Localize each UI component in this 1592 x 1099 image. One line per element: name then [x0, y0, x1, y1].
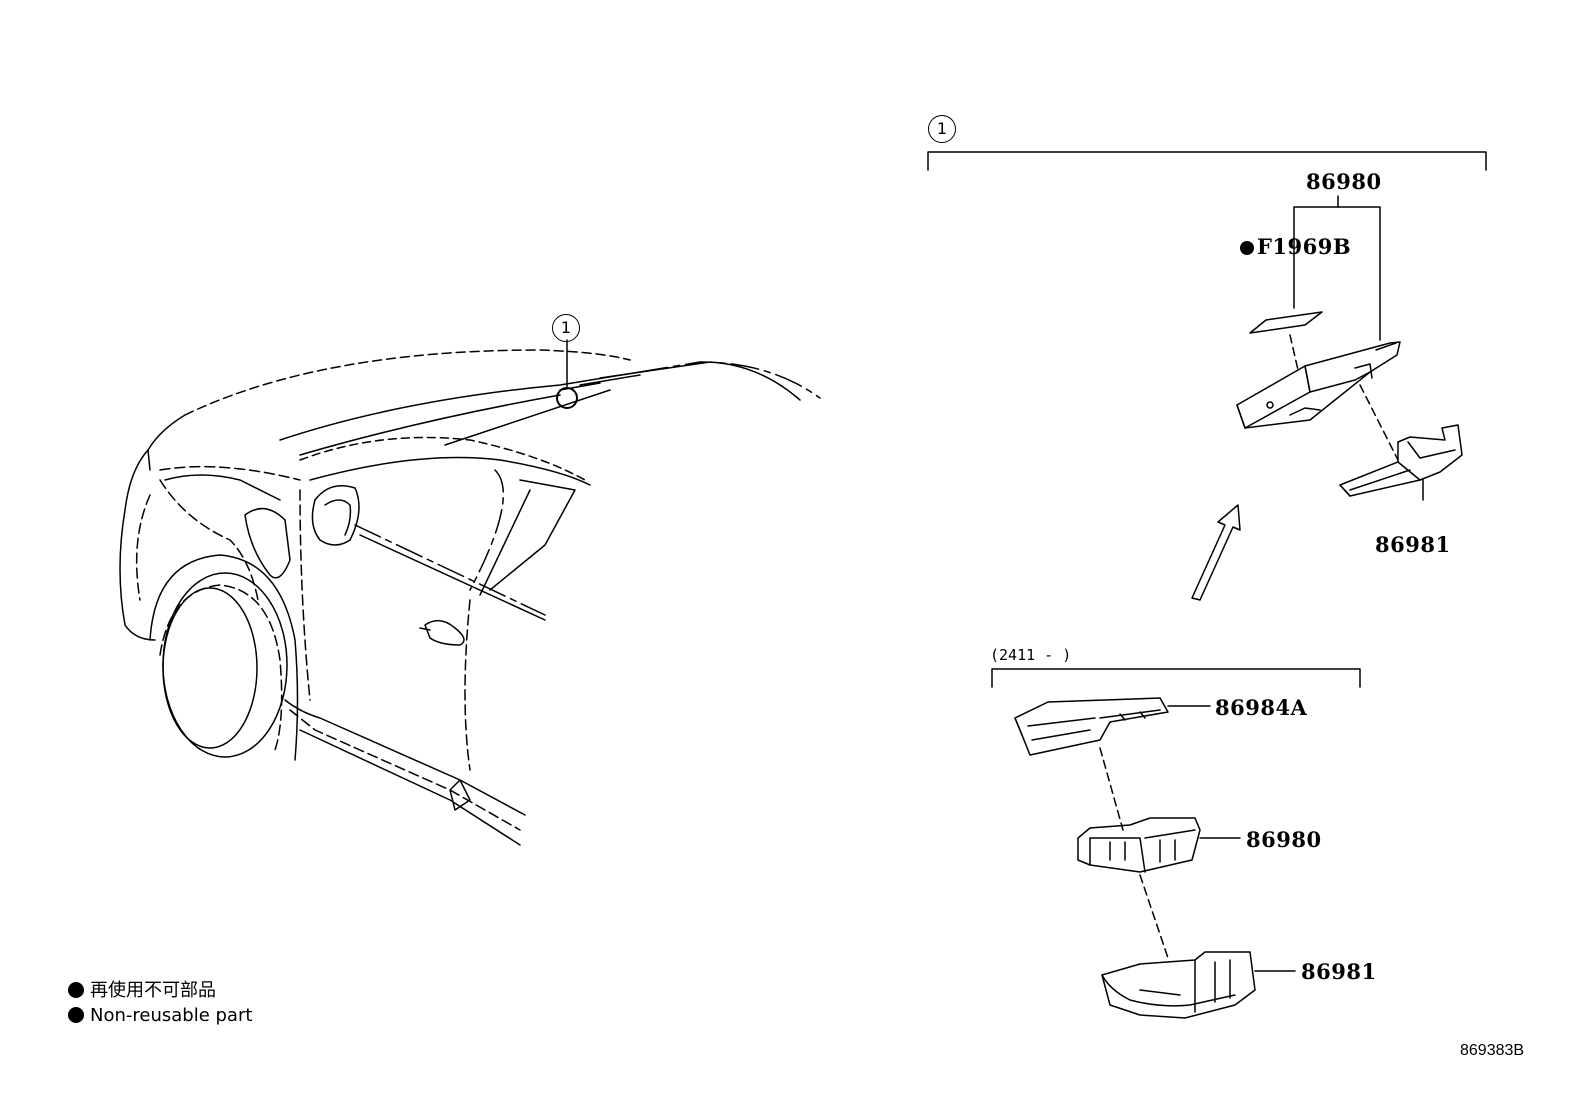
- group-bracket-lower: [991, 668, 1361, 688]
- non-reusable-dot-icon: [68, 982, 84, 998]
- lower-dash-1: [1099, 747, 1124, 831]
- lower-cover-part: [1101, 951, 1296, 1019]
- car-callout-leader: [556, 339, 578, 409]
- lower-bracket-part: [1014, 697, 1211, 756]
- group-callout-circle: 1: [928, 115, 956, 143]
- film-part: [1249, 311, 1323, 371]
- top-sensor-assembly: [1236, 341, 1401, 429]
- vehicle-illustration: [119, 349, 821, 846]
- non-reusable-dot-icon: [1240, 241, 1254, 255]
- production-range-label: (2411 - ): [990, 646, 1072, 664]
- part-number-86980-top[interactable]: 86980: [1306, 169, 1382, 194]
- lower-dash-2: [1139, 874, 1169, 959]
- part-number-film[interactable]: F1969B: [1240, 236, 1351, 257]
- group-bracket-top: [927, 151, 1487, 171]
- legend-en-text: Non-reusable part: [90, 1005, 253, 1026]
- film-label: F1969B: [1257, 234, 1352, 259]
- part-number-86981-lower[interactable]: 86981: [1301, 959, 1377, 984]
- part-number-86984A[interactable]: 86984A: [1215, 695, 1308, 720]
- diagram-code: 869383B: [1460, 1042, 1525, 1059]
- top-assembly-leader: [1293, 195, 1381, 341]
- legend-jp-text: 再使用不可部品: [90, 980, 216, 1001]
- legend-jp: 再使用不可部品: [68, 982, 216, 1000]
- lower-sensor-part: [1077, 817, 1241, 873]
- part-number-86980-lower[interactable]: 86980: [1246, 827, 1322, 852]
- top-cover-dash: [1359, 384, 1399, 461]
- car-callout-circle: 1: [552, 314, 580, 342]
- part-number-86981-top[interactable]: 86981: [1375, 532, 1451, 557]
- legend-en: Non-reusable part: [68, 1007, 252, 1025]
- top-cover-part: [1339, 424, 1463, 501]
- direction-arrow: [1191, 504, 1241, 601]
- non-reusable-dot-icon: [68, 1007, 84, 1023]
